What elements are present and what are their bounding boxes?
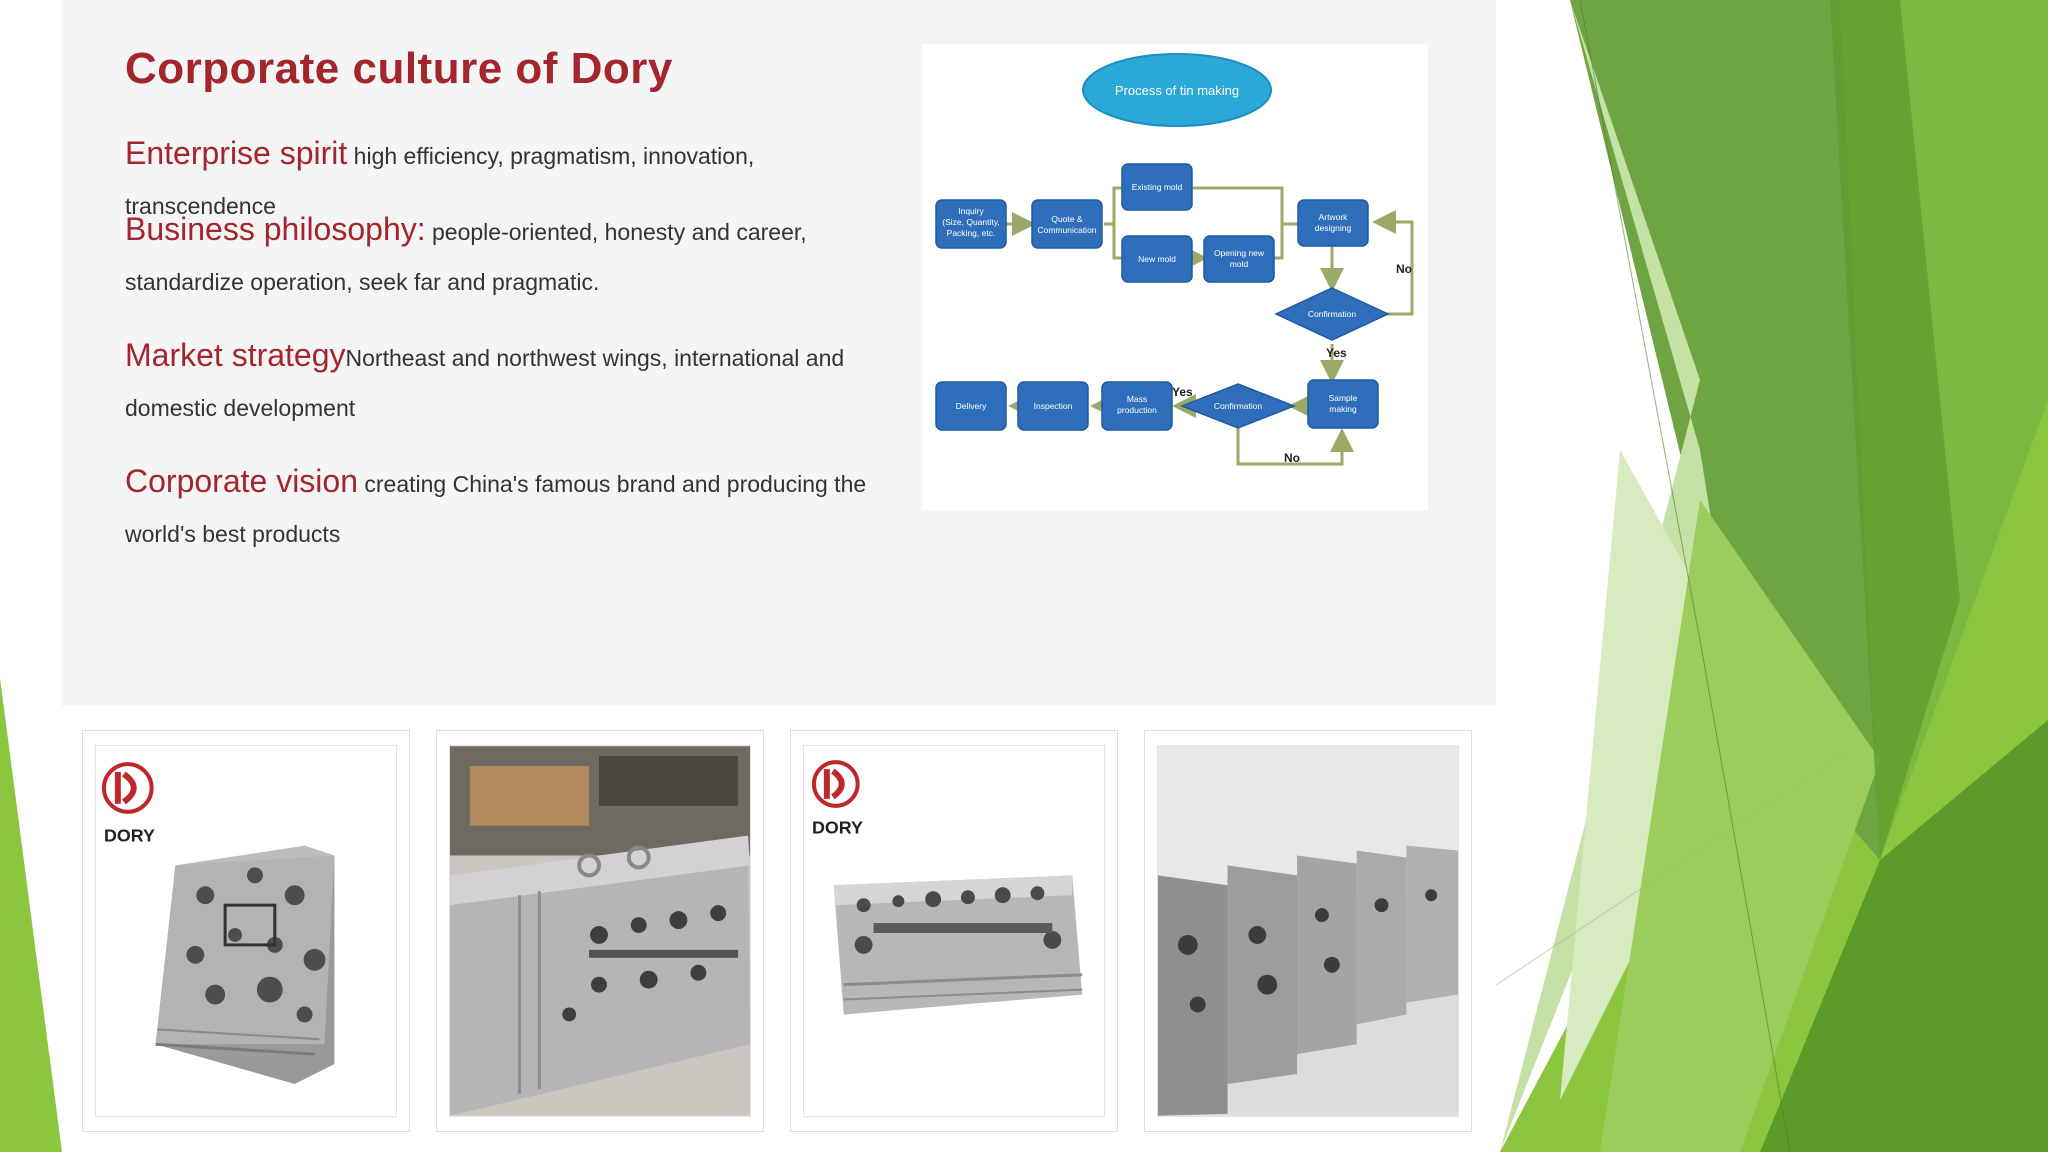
svg-text:Communication: Communication xyxy=(1037,225,1096,235)
label-no: No xyxy=(1396,262,1412,276)
paragraph-corporate-vision: Corporate vision creating China's famous… xyxy=(125,456,895,559)
paragraph-market-strategy: Market strategyNortheast and northwest w… xyxy=(125,330,895,433)
paragraph-heading: Corporate vision xyxy=(125,463,358,499)
svg-text:designing: designing xyxy=(1315,223,1352,233)
paragraph-body: creating China's famous brand and produc… xyxy=(125,471,867,547)
mold-photo-1: DORY xyxy=(95,745,397,1117)
svg-text:Sample: Sample xyxy=(1329,393,1358,403)
svg-text:making: making xyxy=(1329,404,1357,414)
flowchart-title-ellipse xyxy=(1082,53,1272,127)
svg-text:Existing mold: Existing mold xyxy=(1132,182,1183,192)
product-tile[interactable]: DORY xyxy=(790,730,1118,1132)
paragraph-body: high efficiency, pragmatism, innovation,… xyxy=(125,143,755,219)
brand-logo-text: DORY xyxy=(104,826,155,846)
box-existing-mold: Existing mold xyxy=(1121,163,1193,211)
box-delivery: Delivery xyxy=(935,381,1007,431)
dory-logo-icon xyxy=(101,762,154,814)
box-new-mold: New mold xyxy=(1121,235,1193,283)
diamond-confirmation-2: Confirmation xyxy=(1179,383,1297,429)
svg-text:(Size, Quantity,: (Size, Quantity, xyxy=(942,217,999,227)
paragraph-heading: Market strategy xyxy=(125,337,346,373)
box-inquiry: Inquiry (Size, Quantity, Packing, etc. xyxy=(935,199,1007,249)
svg-text:New mold: New mold xyxy=(1138,254,1176,264)
paragraph-enterprise-spirit: Enterprise spirit high efficiency, pragm… xyxy=(125,128,895,231)
svg-text:Quote &: Quote & xyxy=(1051,214,1083,224)
box-quote: Quote & Communication xyxy=(1031,199,1103,249)
paragraph-business-philosophy: Business philosophy: people-oriented, ho… xyxy=(125,204,895,307)
svg-text:Artwork: Artwork xyxy=(1319,212,1349,222)
label-yes: Yes xyxy=(1172,385,1193,399)
paragraph-body: people-oriented, honesty and career, sta… xyxy=(125,219,807,295)
svg-text:Inspection: Inspection xyxy=(1034,401,1073,411)
box-artwork-designing: Artwork designing xyxy=(1297,199,1369,247)
flowchart-svg: Process of tin making Inquiry (Size, Qua… xyxy=(935,53,1414,466)
paragraph-heading: Business philosophy: xyxy=(125,211,426,247)
process-flowchart: Process of tin making Inquiry (Size, Qua… xyxy=(922,44,1428,510)
svg-text:Opening new: Opening new xyxy=(1214,248,1265,258)
box-sample-making: Sample making xyxy=(1307,379,1379,429)
mold-photo-4 xyxy=(1157,745,1459,1117)
svg-text:mold: mold xyxy=(1230,259,1249,269)
svg-text:Inquiry: Inquiry xyxy=(958,206,984,216)
paragraph-body: Northeast and northwest wings, internati… xyxy=(125,345,845,421)
mold-photo-3: DORY xyxy=(803,745,1105,1117)
box-opening-new-mold: Opening new mold xyxy=(1203,235,1275,283)
label-yes: Yes xyxy=(1326,346,1347,360)
svg-text:Delivery: Delivery xyxy=(956,401,987,411)
product-tile[interactable] xyxy=(1144,730,1472,1132)
brand-logo-text: DORY xyxy=(812,818,863,838)
svg-text:production: production xyxy=(1117,405,1157,415)
label-no: No xyxy=(1284,451,1300,465)
paragraph-heading: Enterprise spirit xyxy=(125,135,348,171)
diamond-confirmation-1: Confirmation xyxy=(1274,287,1390,341)
svg-text:Packing, etc.: Packing, etc. xyxy=(947,228,996,238)
mold-photo-2 xyxy=(449,745,751,1117)
box-mass-production: Mass production xyxy=(1101,381,1173,431)
svg-text:Confirmation: Confirmation xyxy=(1214,401,1262,411)
product-tile[interactable] xyxy=(436,730,764,1132)
product-tile[interactable]: DORY xyxy=(82,730,410,1132)
box-inspection: Inspection xyxy=(1017,381,1089,431)
svg-text:Confirmation: Confirmation xyxy=(1308,309,1356,319)
svg-text:Mass: Mass xyxy=(1127,394,1147,404)
flowchart-title: Process of tin making xyxy=(1115,83,1239,98)
dory-logo-icon xyxy=(811,760,860,808)
page-title: Corporate culture of Dory xyxy=(125,44,673,93)
